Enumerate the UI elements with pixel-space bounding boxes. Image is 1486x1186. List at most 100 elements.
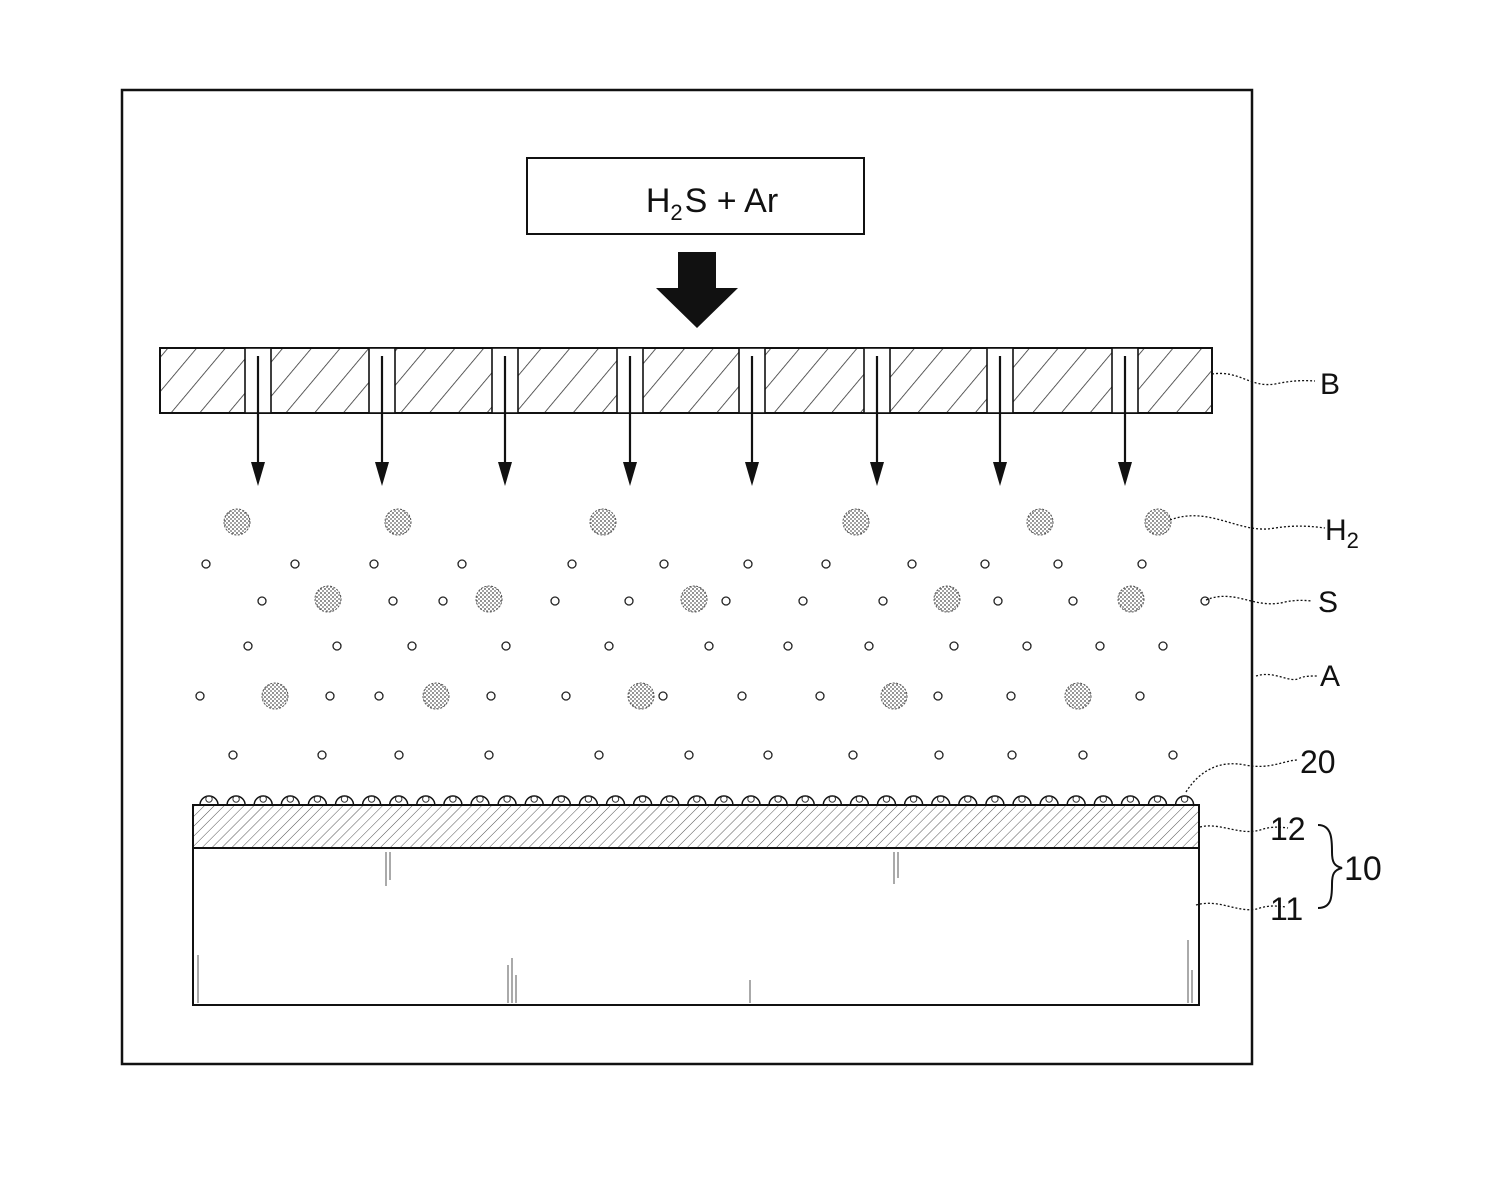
film-bump [932, 796, 950, 805]
s-particle [1069, 597, 1077, 605]
film-bump [634, 796, 652, 805]
s-particle [551, 597, 559, 605]
flow-arrow-head [498, 462, 512, 486]
film-bump [959, 796, 977, 805]
s-particle [994, 597, 1002, 605]
s-particle [744, 560, 752, 568]
showerhead-plate [160, 348, 1212, 413]
s-particle [485, 751, 493, 759]
layer-12 [193, 805, 1199, 848]
s-particle [605, 642, 613, 650]
s-particle [458, 560, 466, 568]
h2-particle [1145, 509, 1171, 535]
film-bump [1067, 796, 1085, 805]
s-particle [1201, 597, 1209, 605]
flow-arrow-head [251, 462, 265, 486]
flow-arrow-head [993, 462, 1007, 486]
film-bump [1013, 796, 1031, 805]
s-particle [326, 692, 334, 700]
flow-arrow-head [623, 462, 637, 486]
s-particle [1096, 642, 1104, 650]
leader-A [1256, 674, 1318, 679]
h2-particle [385, 509, 411, 535]
s-particle [1023, 642, 1031, 650]
film-bump [986, 796, 1004, 805]
leader-S [1206, 596, 1312, 603]
s-particle [1054, 560, 1062, 568]
label-20: 20 [1300, 744, 1336, 780]
s-particle [395, 751, 403, 759]
s-particle [908, 560, 916, 568]
film-bump [1040, 796, 1058, 805]
label-B: B [1320, 368, 1340, 401]
film-bump [579, 796, 597, 805]
s-particle [1169, 751, 1177, 759]
film-bump [390, 796, 408, 805]
s-particle [705, 642, 713, 650]
h2-particle [476, 586, 502, 612]
s-particle [258, 597, 266, 605]
s-particle [1136, 692, 1144, 700]
s-particle [1138, 560, 1146, 568]
leader-20 [1186, 760, 1298, 792]
s-particle [196, 692, 204, 700]
s-particle [865, 642, 873, 650]
s-particle [879, 597, 887, 605]
film-bump [688, 796, 706, 805]
s-particle [229, 751, 237, 759]
s-particle [722, 597, 730, 605]
film-bump [878, 796, 896, 805]
s-particle [981, 560, 989, 568]
h2-particle [934, 586, 960, 612]
film-bump [1094, 796, 1112, 805]
s-particle [408, 642, 416, 650]
layer-11 [193, 848, 1199, 1005]
film-bump [281, 796, 299, 805]
film-bump [417, 796, 435, 805]
s-particle [1159, 642, 1167, 650]
film-bump [254, 796, 272, 805]
h2-particles [224, 509, 1171, 709]
s-particle [685, 751, 693, 759]
s-particle [625, 597, 633, 605]
label-H2: H2 [1325, 514, 1359, 553]
film-bump [850, 796, 868, 805]
s-particle [849, 751, 857, 759]
s-particle [333, 642, 341, 650]
s-particle [562, 692, 570, 700]
s-particle [370, 560, 378, 568]
h2-particle [628, 683, 654, 709]
film-bump [498, 796, 516, 805]
s-particle [950, 642, 958, 650]
s-particle [389, 597, 397, 605]
s-particle [738, 692, 746, 700]
h2-particle [1118, 586, 1144, 612]
film-bump [1176, 796, 1194, 805]
film-bump [769, 796, 787, 805]
leader-B [1212, 373, 1315, 384]
film-bump [552, 796, 570, 805]
h2-particle [681, 586, 707, 612]
gas-flow-arrow-icon [656, 252, 738, 328]
s-particle [799, 597, 807, 605]
film-bump [905, 796, 923, 805]
plate-body [160, 348, 1212, 413]
s-particle [1007, 692, 1015, 700]
h2-particle [881, 683, 907, 709]
h2-particle [590, 509, 616, 535]
label-S: S [1318, 586, 1338, 619]
film-bump [444, 796, 462, 805]
film-bump [1121, 796, 1139, 805]
film-bump [227, 796, 245, 805]
s-particle [291, 560, 299, 568]
brace-10 [1318, 825, 1342, 908]
s-particle [816, 692, 824, 700]
film-20-particles [200, 796, 1194, 805]
label-12: 12 [1270, 811, 1306, 847]
s-particle [1079, 751, 1087, 759]
film-bump [525, 796, 543, 805]
leader-H2 [1170, 516, 1325, 529]
film-bump [1149, 796, 1167, 805]
s-particle [822, 560, 830, 568]
film-bump [336, 796, 354, 805]
